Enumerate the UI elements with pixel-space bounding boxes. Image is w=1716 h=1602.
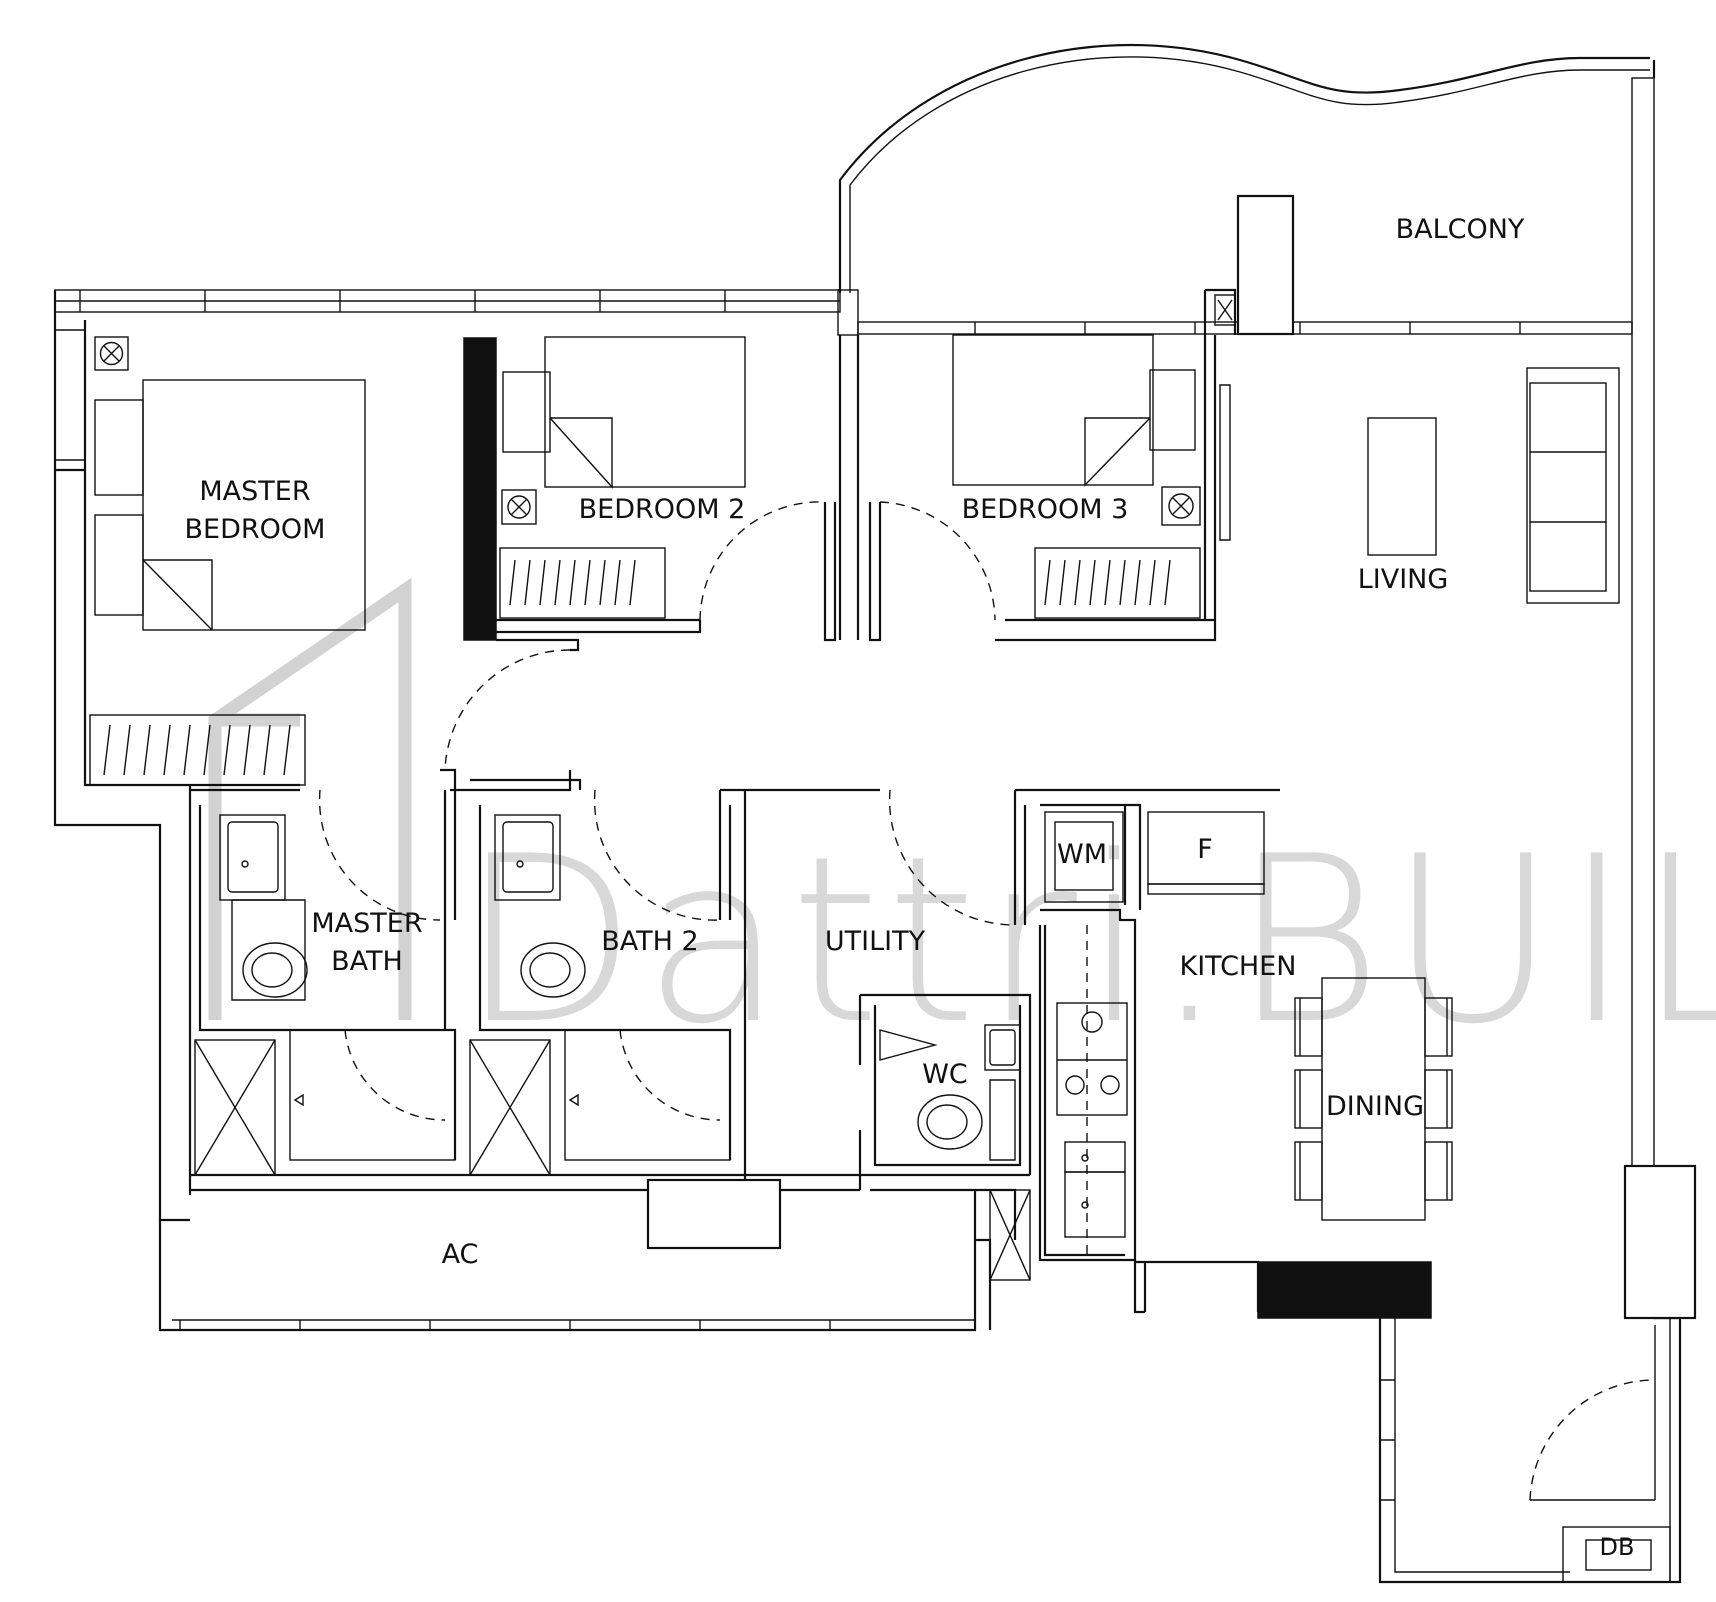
- interior-walls: [188, 194, 1697, 1583]
- label-master-bedroom-1: MASTER: [199, 476, 310, 507]
- stove: [1056, 1002, 1128, 1116]
- bedroom3-wardrobe: [1034, 547, 1201, 619]
- bath2-vanity: [494, 814, 561, 901]
- watermark: Dattri.BUILD: [208, 577, 1716, 1075]
- label-kitchen: KITCHEN: [1180, 951, 1297, 982]
- label-bedroom-2: BEDROOM 2: [579, 494, 746, 525]
- label-master-bath-2: BATH: [331, 946, 403, 977]
- bedroom3-ac-vent: [1161, 486, 1201, 526]
- label-bath-2: BATH 2: [601, 926, 698, 957]
- master-bedroom-door: [444, 649, 571, 771]
- bedroom3-door: [879, 501, 996, 621]
- label-db: DB: [1600, 1533, 1635, 1561]
- furniture: [89, 294, 1620, 1281]
- utility-door: [888, 789, 1016, 926]
- bath2-door: [593, 789, 721, 921]
- master-bath-vanity: [219, 814, 286, 901]
- bedroom2-bed: [544, 336, 746, 488]
- label-master-bath-1: MASTER: [311, 908, 422, 939]
- main-door: [1529, 1379, 1656, 1501]
- bedroom3-bed: [952, 334, 1154, 486]
- doors: [318, 501, 1656, 1501]
- bath2-toilet: [520, 942, 586, 998]
- master-shower: [194, 1039, 276, 1176]
- master-wardrobe: [89, 714, 306, 786]
- label-master-bedroom-2: BEDROOM: [185, 514, 326, 545]
- ac-unit-box: [646, 1178, 782, 1250]
- entrance-column: [1623, 1164, 1697, 1320]
- balcony-column: [1236, 194, 1295, 336]
- bedroom2-wardrobe: [499, 547, 666, 619]
- shower1-door: [344, 1029, 446, 1121]
- label-ac: AC: [442, 1239, 479, 1270]
- sofa: [1526, 367, 1620, 604]
- room-labels: MASTER BEDROOM BEDROOM 2 BEDROOM 3 BALCO…: [185, 214, 1635, 1561]
- master-ac-vent: [94, 336, 129, 371]
- label-bedroom-3: BEDROOM 3: [962, 494, 1129, 525]
- label-dining: DINING: [1326, 1091, 1424, 1122]
- wc-toilet: [917, 1094, 983, 1150]
- kitchen-sink: [1064, 1141, 1126, 1173]
- wardrobe-wall: [463, 337, 497, 641]
- kitchen-column: [1257, 1261, 1432, 1319]
- label-wc: WC: [922, 1059, 968, 1090]
- washing-machine: [1044, 811, 1124, 903]
- label-balcony: BALCONY: [1396, 214, 1525, 245]
- coffee-table: [1367, 417, 1437, 556]
- shower2-door: [619, 1029, 721, 1121]
- bedroom2-door: [699, 501, 826, 621]
- master-bath-toilet: [242, 942, 308, 998]
- bedroom2-ac-vent: [501, 489, 537, 525]
- master-bed: [142, 379, 366, 631]
- label-living: LIVING: [1358, 564, 1449, 595]
- db-box: [1562, 1526, 1671, 1583]
- wc-basin: [984, 1024, 1021, 1071]
- bath2-shower: [469, 1039, 551, 1176]
- label-wm: WM: [1057, 839, 1107, 870]
- ac-ledge-vent: [989, 1189, 1031, 1281]
- balcony-outline: [838, 44, 1650, 293]
- living-ac-vent: [1214, 294, 1236, 326]
- label-utility: UTILITY: [825, 926, 926, 957]
- label-fridge: F: [1197, 834, 1213, 865]
- master-bath-door: [318, 789, 441, 921]
